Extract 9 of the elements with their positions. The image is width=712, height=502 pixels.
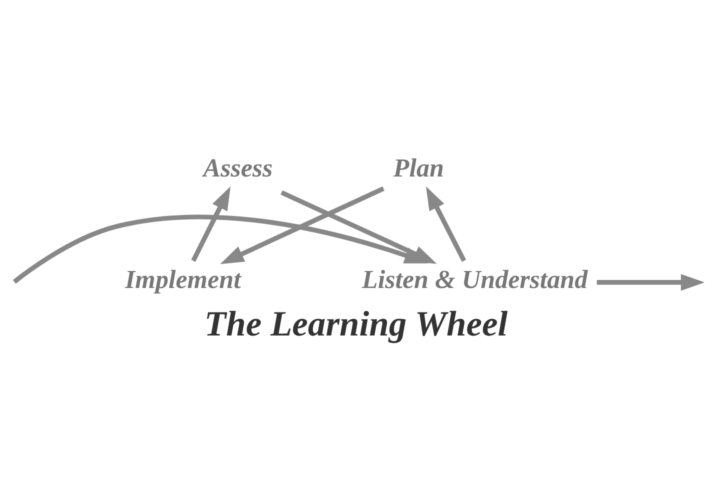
diagram-title: The Learning Wheel: [204, 304, 508, 344]
node-text: Plan: [393, 154, 444, 183]
arrow: [220, 186, 384, 264]
arrow: [596, 274, 704, 291]
node-text: Listen & Understand: [362, 264, 588, 294]
node-text: Assess: [203, 154, 273, 183]
node-text: Implement: [125, 264, 241, 294]
arrow: [191, 186, 231, 262]
arrow: [426, 186, 466, 262]
